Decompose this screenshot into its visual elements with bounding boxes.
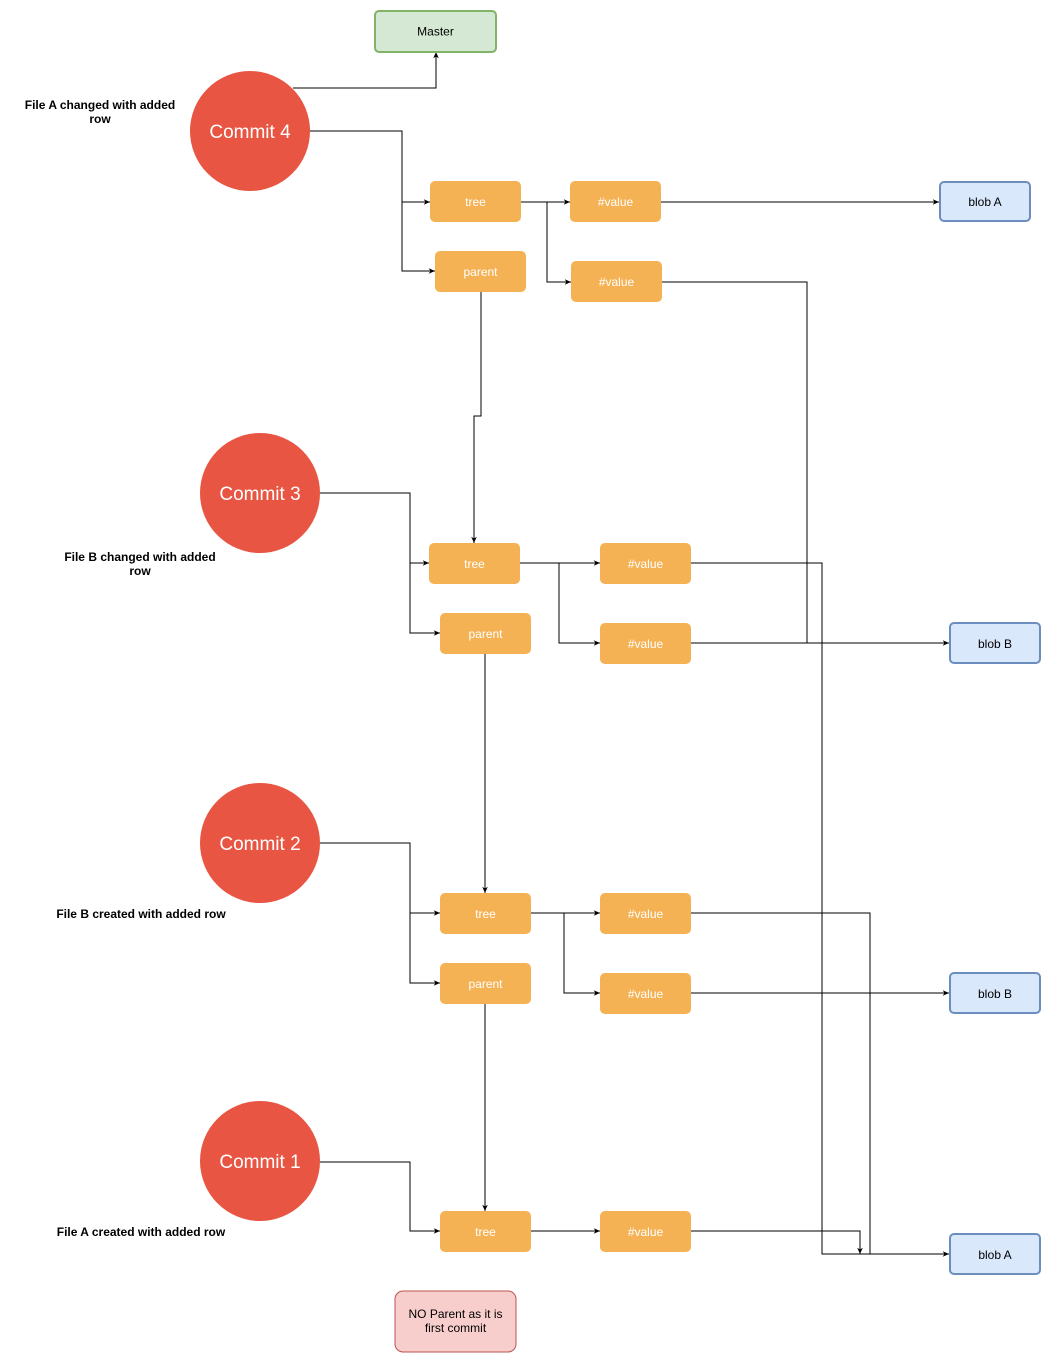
first-commit-note-line1: NO Parent as it is bbox=[408, 1307, 502, 1321]
edge-commit2-to-parent bbox=[409, 913, 440, 986]
commit-2-value-label-2: #value bbox=[628, 987, 664, 1001]
commit-3-description-line2: row bbox=[129, 564, 151, 578]
commit-4-description-line1: File A changed with added bbox=[25, 98, 175, 112]
edge-commit2-to-tree bbox=[320, 842, 440, 916]
commit-2-description: File B created with added row bbox=[56, 907, 226, 921]
commit-3-description-line1: File B changed with added bbox=[64, 550, 215, 564]
commit-2-value-node-1[interactable]: #value bbox=[600, 893, 691, 934]
commit-3-label: Commit 3 bbox=[219, 484, 300, 505]
commit-2-tree-label: tree bbox=[475, 907, 496, 921]
edge-c4-tree-to-value2 bbox=[546, 202, 571, 285]
commit-1-tree-node[interactable]: tree bbox=[440, 1211, 531, 1252]
commit-3-circle[interactable] bbox=[200, 433, 320, 553]
blob-a-bottom[interactable]: blob A bbox=[949, 1233, 1041, 1275]
edge-c2-value1-to-blob-a bbox=[690, 912, 871, 1254]
blob-b-commit2[interactable]: blob B bbox=[949, 972, 1041, 1014]
commit-2-value-label-1: #value bbox=[628, 907, 664, 921]
blob-a-top-label: blob A bbox=[968, 195, 1001, 209]
commit-4-group: Commit 4 File A changed with added row t… bbox=[25, 71, 662, 302]
commit-1-tree-label: tree bbox=[475, 1225, 496, 1239]
commit-2-tree-node[interactable]: tree bbox=[440, 893, 531, 934]
edge-c3-value1-to-blob-a bbox=[690, 562, 949, 1257]
commit-3-tree-label: tree bbox=[464, 557, 485, 571]
blob-b-commit3-label: blob B bbox=[978, 637, 1012, 651]
blob-b-commit3[interactable]: blob B bbox=[949, 622, 1041, 664]
commit-3-value-label-2: #value bbox=[628, 637, 664, 651]
first-commit-note-line2: first commit bbox=[425, 1321, 487, 1335]
commit-4-label: Commit 4 bbox=[209, 122, 291, 143]
master-node[interactable]: Master bbox=[374, 10, 497, 53]
blob-a-bottom-label: blob A bbox=[978, 1248, 1011, 1262]
commit-4-value-node-2[interactable]: #value bbox=[571, 261, 662, 302]
commit-4-description-line2: row bbox=[89, 112, 111, 126]
edge-c1-value-to-blob-a bbox=[690, 1230, 863, 1254]
commit-1-circle[interactable] bbox=[200, 1101, 320, 1221]
edge-commit3-to-tree bbox=[320, 492, 429, 566]
commit-1-label: Commit 1 bbox=[219, 1152, 300, 1173]
commit-3-value-node-2[interactable]: #value bbox=[600, 623, 691, 664]
master-label: Master bbox=[417, 25, 454, 39]
edge-c4-parent-to-c3-tree bbox=[471, 291, 482, 543]
commit-4-value-label-2: #value bbox=[599, 275, 635, 289]
edge-commit4-to-tree bbox=[310, 130, 430, 205]
first-commit-note: NO Parent as it is first commit bbox=[394, 1290, 517, 1353]
commit-3-tree-node[interactable]: tree bbox=[429, 543, 520, 584]
commit-1-description: File A created with added row bbox=[57, 1225, 226, 1239]
edges bbox=[293, 52, 949, 1257]
commit-4-parent-node[interactable]: parent bbox=[435, 251, 526, 292]
commit-2-parent-node[interactable]: parent bbox=[440, 963, 531, 1004]
commit-1-group: Commit 1 File A created with added row t… bbox=[57, 1101, 691, 1353]
edge-c3-tree-to-value2 bbox=[558, 563, 600, 646]
commit-3-parent-label: parent bbox=[468, 627, 503, 641]
edge-commit1-to-tree bbox=[320, 1161, 440, 1234]
blob-a-top[interactable]: blob A bbox=[939, 181, 1031, 222]
edge-c4-value2-to-blob-b bbox=[661, 281, 808, 643]
commit-4-parent-label: parent bbox=[463, 265, 498, 279]
commit-2-label: Commit 2 bbox=[219, 834, 300, 855]
commit-3-group: Commit 3 File B changed with added row t… bbox=[64, 433, 691, 664]
commit-4-value-label-1: #value bbox=[598, 195, 634, 209]
commit-4-value-node-1[interactable]: #value bbox=[570, 181, 661, 222]
commit-3-value-label-1: #value bbox=[628, 557, 664, 571]
blob-b-commit2-label: blob B bbox=[978, 987, 1012, 1001]
commit-4-circle[interactable] bbox=[190, 71, 310, 191]
commit-2-parent-label: parent bbox=[468, 977, 503, 991]
edge-commit4-to-master bbox=[293, 52, 439, 89]
blobs: blob A blob B blob B blob A bbox=[939, 181, 1041, 1275]
commit-3-value-node-1[interactable]: #value bbox=[600, 543, 691, 584]
commit-3-parent-node[interactable]: parent bbox=[440, 613, 531, 654]
commit-4-tree-node[interactable]: tree bbox=[430, 181, 521, 222]
commit-2-circle[interactable] bbox=[200, 783, 320, 903]
edge-commit4-to-parent bbox=[401, 202, 435, 274]
commit-1-value-node-1[interactable]: #value bbox=[600, 1211, 691, 1252]
commit-2-group: Commit 2 File B created with added row t… bbox=[56, 783, 691, 1014]
edge-c2-tree-to-value2 bbox=[563, 913, 600, 996]
edge-commit3-to-parent bbox=[409, 563, 440, 636]
commit-4-tree-label: tree bbox=[465, 195, 486, 209]
commit-2-value-node-2[interactable]: #value bbox=[600, 973, 691, 1014]
commit-1-value-label-1: #value bbox=[628, 1225, 664, 1239]
